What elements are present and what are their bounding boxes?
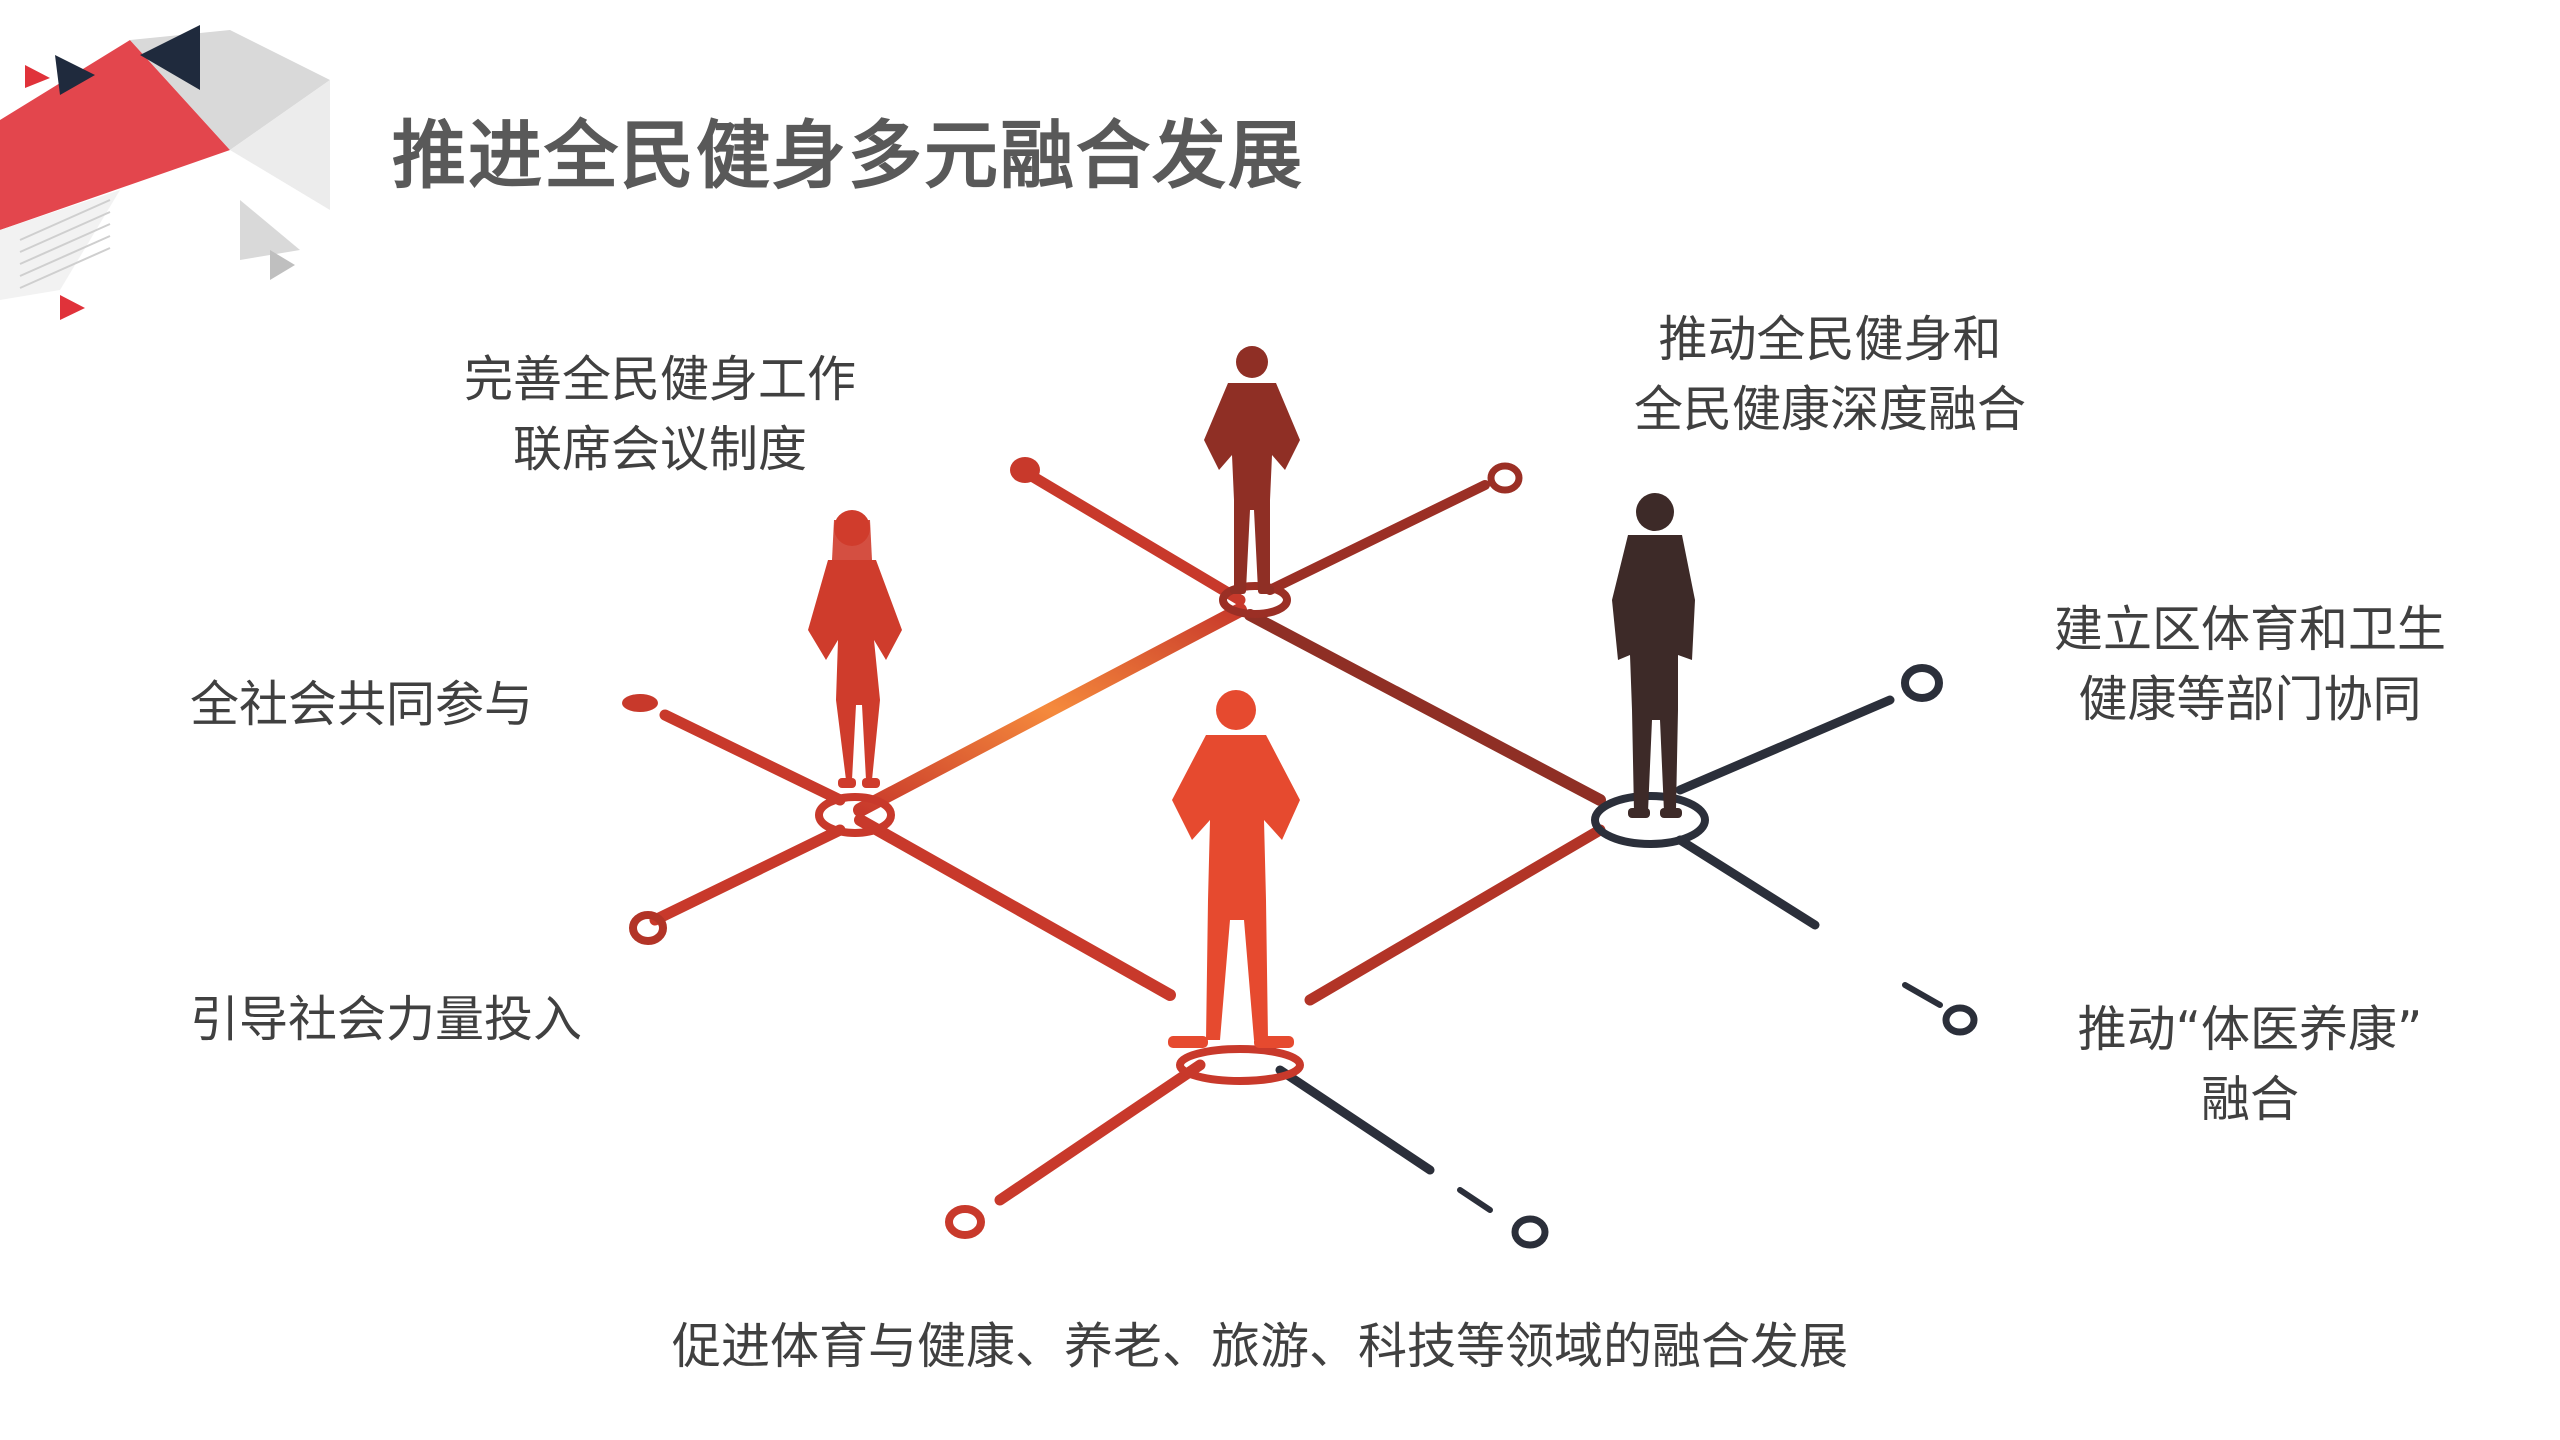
hub-bottom [1176, 1045, 1304, 1085]
spoke-left-upper [659, 709, 846, 806]
label-left-upper: 全社会共同参与 [190, 676, 534, 733]
node-bottom-left [945, 1205, 985, 1239]
label-left-lower: 引导社会力量投入 [190, 991, 583, 1048]
node-top-upper-right [1487, 462, 1523, 494]
label-top-left: 完善全民健身工作 联席会议制度 [463, 351, 856, 478]
node-right-lower [1942, 1004, 1978, 1036]
person-left-figure [808, 510, 902, 788]
link-left-to-top [853, 603, 1247, 817]
hub-right [1591, 792, 1709, 848]
spoke-right-upper [1675, 695, 1895, 795]
person-top-figure [1204, 346, 1300, 594]
spoke-top-upper-right [1265, 480, 1490, 595]
node-right-upper [1901, 664, 1943, 702]
link-top-to-right [1244, 609, 1606, 806]
link-left-to-bottom [854, 814, 1176, 1001]
corner-decoration [0, 25, 330, 320]
link-right-to-bottom [1304, 824, 1606, 1006]
spoke-bottom-left [994, 1059, 1206, 1206]
hub-left [815, 793, 895, 837]
label-right-upper: 建立区体育和卫生 健康等部门协同 [2053, 601, 2446, 728]
person-right-figure [1612, 493, 1695, 818]
spoke-bottom-right [1275, 1065, 1435, 1175]
node-left-upper [622, 694, 658, 712]
node-top-upper-left [1010, 457, 1040, 483]
node-left-lower [629, 911, 667, 945]
label-top-right: 推动全民健身和 全民健康深度融合 [1633, 311, 2026, 438]
node-bottom-right [1511, 1215, 1549, 1249]
spoke-left-lower [649, 824, 846, 926]
spoke-top-upper-left [1024, 469, 1246, 606]
person-bottom-figure [1168, 690, 1300, 1048]
label-bottom: 促进体育与健康、养老、旅游、科技等领域的融合发展 [671, 1318, 1848, 1375]
label-right-lower: 推动“体医养康” 融合 [2077, 1001, 2423, 1128]
spoke-right-lower [1675, 835, 1820, 930]
page-title: 推进全民健身多元融合发展 [392, 113, 1304, 199]
hub-top [1219, 582, 1291, 618]
